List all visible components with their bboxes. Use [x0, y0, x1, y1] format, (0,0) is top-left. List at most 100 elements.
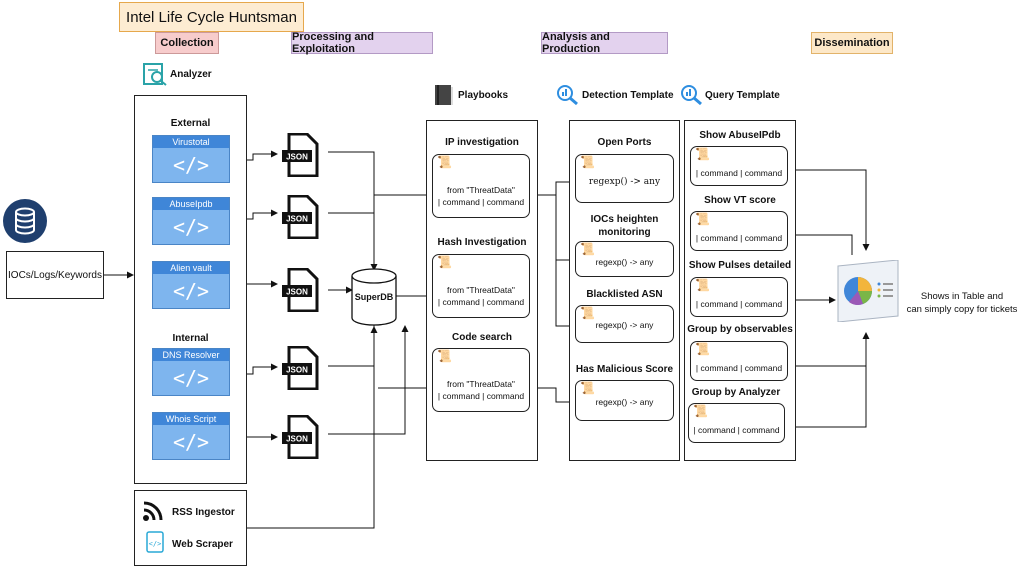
external-label: External — [170, 118, 211, 129]
scroll-icon: 📜 — [580, 242, 595, 256]
scroll-icon: 📜 — [580, 155, 595, 169]
query-header: Query Template — [705, 90, 780, 101]
playbook-line: | command | command — [437, 297, 525, 307]
internal-label: Internal — [172, 333, 209, 344]
json-label: JSON — [286, 215, 308, 224]
database-icon — [2, 198, 48, 244]
input-box: IOCs/Logs/Keywords — [6, 251, 104, 299]
query-title: Group by observables — [687, 324, 793, 335]
output-text-line: Shows in Table and — [920, 291, 1004, 302]
detection-title: Open Ports — [597, 137, 652, 148]
json-label: JSON — [286, 366, 308, 375]
page-title: Intel Life Cycle Huntsman — [119, 2, 304, 32]
detection-card: 📜 regexp() -> any — [575, 154, 674, 203]
query-card: 📜 | command | command — [690, 211, 788, 251]
playbook-line: from "ThreatData" — [447, 379, 515, 389]
detection-header: Detection Template — [582, 90, 674, 101]
phase-processing: Processing and Exploitation — [291, 31, 433, 55]
query-card: 📜 | command | command — [690, 146, 788, 186]
book-icon — [434, 84, 454, 106]
web-scraper-label: Web Scraper — [172, 539, 233, 550]
json-label: JSON — [286, 435, 308, 444]
scroll-icon: 📜 — [437, 349, 452, 363]
scroll-icon: 📜 — [695, 212, 710, 226]
analyzer-icon — [142, 62, 168, 86]
playbook-title: IP investigation — [445, 137, 519, 148]
query-card: 📜 | command | command — [690, 341, 788, 381]
phase-dissemination: Dissemination — [811, 32, 893, 54]
query-title: Show VT score — [704, 195, 776, 206]
tool-label: Whois Script — [153, 413, 229, 425]
code-icon: </> — [172, 366, 210, 390]
query-card: 📜 | command | command — [690, 277, 788, 317]
playbook-line: | command | command — [437, 197, 525, 207]
query-card: 📜 | command | command — [688, 403, 785, 443]
svg-text:</>: </> — [149, 540, 162, 548]
output-caption: Shows in Table and can simply copy for t… — [900, 290, 1024, 316]
analyzer-label: Analyzer — [170, 69, 212, 80]
output-text-line: can simply copy for tickets — [906, 304, 1018, 315]
search-icon — [556, 84, 580, 106]
scroll-icon: 📜 — [695, 147, 710, 161]
detection-title: Has Malicious Score — [575, 364, 674, 375]
json-file-icon: JSON — [281, 267, 319, 313]
json-label: JSON — [286, 153, 308, 162]
playbook-line: from "ThreatData" — [447, 185, 515, 195]
tool-dns-resolver: DNS Resolver </> — [152, 348, 230, 396]
playbook-ip-card: 📜 from "ThreatData" | command | command — [432, 154, 530, 218]
report-chart-icon — [834, 259, 902, 323]
playbook-title: Code search — [451, 332, 513, 343]
playbook-hash-card: 📜 from "ThreatData" | command | command — [432, 254, 530, 318]
query-title: Show Pulses detailed — [688, 260, 792, 271]
rss-ingestor-label: RSS Ingestor — [172, 507, 235, 518]
scroll-icon: 📜 — [580, 306, 595, 320]
query-code: | command | command — [695, 168, 783, 178]
playbook-line: | command | command — [437, 391, 525, 401]
playbooks-header: Playbooks — [458, 90, 509, 101]
query-title: Show AbuseIPdb — [699, 130, 781, 141]
json-file-icon: JSON — [281, 414, 319, 460]
detection-card: 📜 regexp() -> any — [575, 380, 674, 421]
code-icon: </> — [172, 279, 210, 303]
scroll-icon: 📜 — [695, 278, 710, 292]
detection-card: 📜 regexp() -> any — [575, 305, 674, 343]
query-code: | command | command — [695, 363, 783, 373]
tool-abuseipdb: AbuseIpdb </> — [152, 197, 230, 245]
json-file-icon: JSON — [281, 345, 319, 391]
web-scraper-icon: </> — [145, 530, 165, 554]
tool-label: AbuseIpdb — [153, 198, 229, 210]
superdb-label: SuperDB — [354, 292, 394, 302]
code-icon: </> — [172, 153, 210, 177]
phase-collection: Collection — [155, 32, 219, 54]
json-file-icon: JSON — [281, 132, 319, 178]
tool-label: DNS Resolver — [153, 349, 229, 361]
code-icon: </> — [172, 430, 210, 454]
scroll-icon: 📜 — [437, 155, 452, 169]
tool-whois-script: Whois Script </> — [152, 412, 230, 460]
ingest-panel — [134, 490, 247, 566]
detection-code: regexp() -> any — [588, 177, 661, 187]
scroll-icon: 📜 — [695, 342, 710, 356]
tool-label: Alien vault — [153, 262, 229, 274]
tool-label: Virustotal — [153, 136, 229, 148]
scroll-icon: 📜 — [693, 404, 708, 418]
playbook-line: from "ThreatData" — [447, 285, 515, 295]
scroll-icon: 📜 — [437, 255, 452, 269]
playbook-code-card: 📜 from "ThreatData" | command | command — [432, 348, 530, 412]
detection-code: regexp() -> any — [595, 320, 654, 330]
query-code: | command | command — [695, 233, 783, 243]
detection-code: regexp() -> any — [595, 397, 654, 407]
phase-analysis: Analysis and Production — [541, 31, 668, 55]
detection-title: Blacklisted ASN — [586, 289, 663, 300]
detection-code: regexp() -> any — [595, 257, 654, 267]
scroll-icon: 📜 — [580, 381, 595, 395]
superdb-cylinder: SuperDB — [350, 268, 398, 326]
detection-card: 📜 regexp() -> any — [575, 241, 674, 277]
query-code: | command | command — [695, 299, 783, 309]
code-icon: </> — [172, 215, 210, 239]
json-label: JSON — [286, 288, 308, 297]
query-code: | command | command — [693, 425, 780, 435]
rss-icon — [142, 500, 166, 522]
json-file-icon: JSON — [281, 194, 319, 240]
search-icon — [680, 84, 704, 106]
